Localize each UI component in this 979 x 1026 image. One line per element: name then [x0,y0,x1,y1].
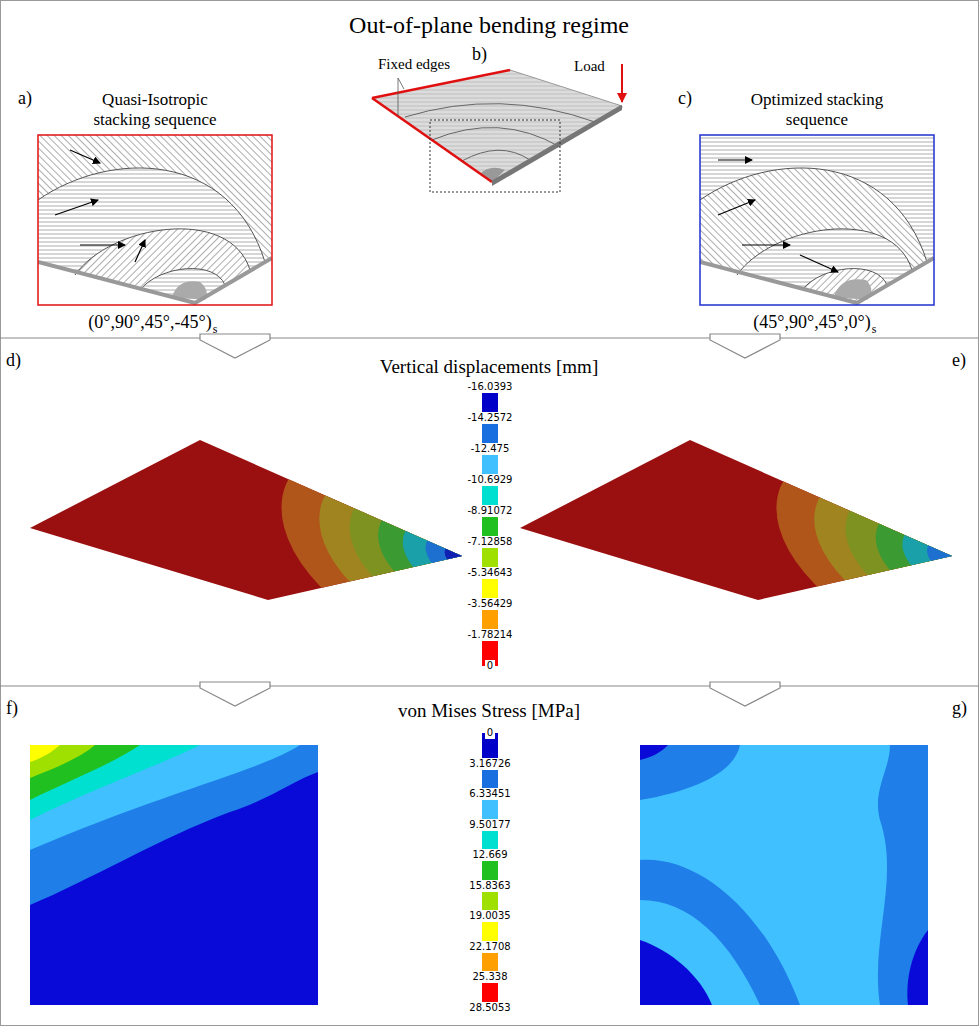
panel-letter: c) [678,88,692,109]
colorbar-value: 0 [485,660,495,672]
load-label: Load [574,58,605,75]
colorbar-value: -1.78214 [466,629,515,641]
subscript: s [213,323,218,337]
panel-heading: Quasi-Isotropic stacking sequence [80,90,230,129]
colorbar-value: 6.33451 [467,788,512,800]
colorbar-value: 28.5053 [467,1002,512,1014]
colorbar-value: -8.91072 [466,505,515,517]
colorbar-value: 0 [485,727,495,739]
colorbar-value: 22.1708 [467,941,512,953]
panel-letter: b) [472,44,487,65]
colorbar-value: -3.56429 [466,598,515,610]
panel-letter: a) [18,88,32,109]
section-heading: Vertical displacements [mm] [380,356,598,378]
colorbar-value: -16.0393 [466,381,515,393]
section-heading: von Mises Stress [MPa] [398,700,580,722]
colorbar-value: -7.12858 [466,536,515,548]
colorbar-value: -12.475 [469,443,512,455]
stacking-sequence: (45°,90°,45°,0°) [753,312,870,333]
colorbar-value: 12.669 [471,849,510,861]
figure-title: Out-of-plane bending regime [349,12,629,40]
panel-letter: f) [6,698,18,719]
colorbar-value: -5.34643 [466,567,515,579]
colorbar-value: -14.2572 [466,412,515,424]
colorbar-value: 3.16726 [467,758,512,770]
colorbar-value: 19.0035 [467,910,512,922]
leader-label: Fixed edges [378,56,450,73]
colorbar-value: 15.8363 [467,880,512,892]
stacking-sequence: (0°,90°,45°,-45°) [88,312,211,333]
panel-heading: Optimized stacking sequence [742,90,892,129]
panel-letter: g) [952,698,967,719]
colorbar-value: 9.50177 [467,819,512,831]
panel-letter: d) [6,350,21,371]
colorbar-value: 25.338 [471,971,510,983]
colorbar-value: -10.6929 [466,474,515,486]
panel-letter: e) [952,350,966,371]
subscript: s [872,323,877,337]
